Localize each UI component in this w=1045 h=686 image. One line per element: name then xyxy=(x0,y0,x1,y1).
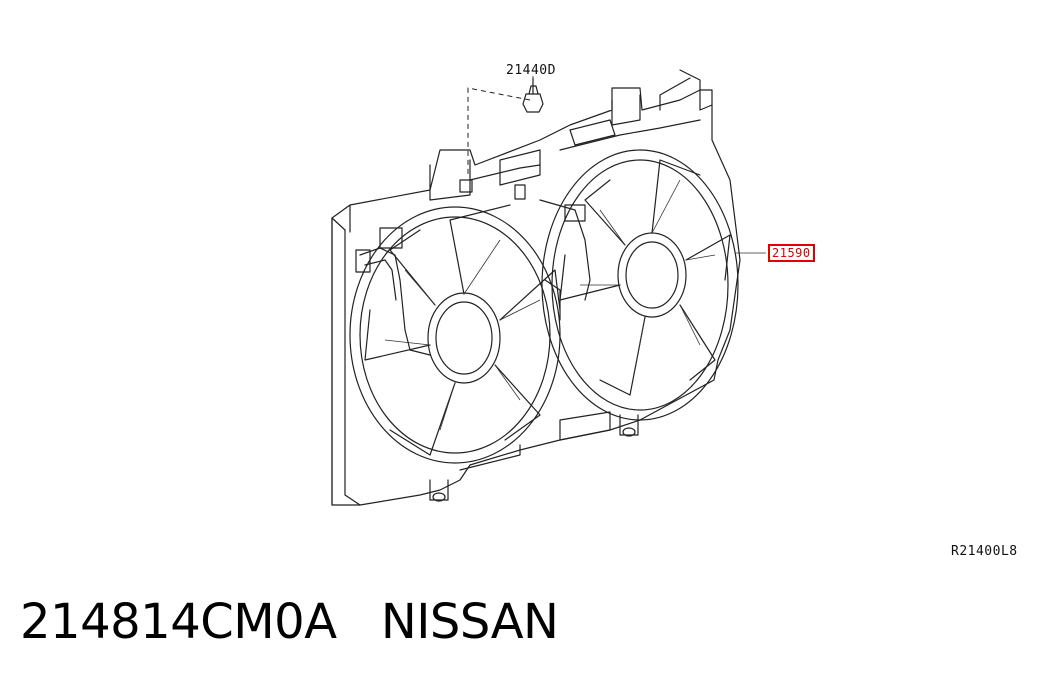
right-fan-blades xyxy=(559,159,731,396)
part-number: 214814CM0A xyxy=(20,594,337,650)
shroud-frame xyxy=(331,69,741,506)
caption-spacer xyxy=(337,594,381,650)
bottom-mounts xyxy=(429,411,639,502)
mounting-bolt xyxy=(522,77,544,113)
diagram-code-label: R21400L8 xyxy=(951,544,1018,559)
brand-name: NISSAN xyxy=(380,594,559,650)
leader-lines xyxy=(467,76,766,254)
bolt-part-callout: 21440D xyxy=(506,63,556,78)
fan-assembly-part-callout[interactable]: 21590 xyxy=(768,244,815,262)
right-fan-shroud-ring xyxy=(541,149,739,421)
left-fan-blades xyxy=(364,204,561,456)
wiring-harness xyxy=(355,199,591,356)
part-caption: 214814CM0A NISSAN xyxy=(20,598,559,646)
top-mounting-tabs xyxy=(429,94,701,201)
